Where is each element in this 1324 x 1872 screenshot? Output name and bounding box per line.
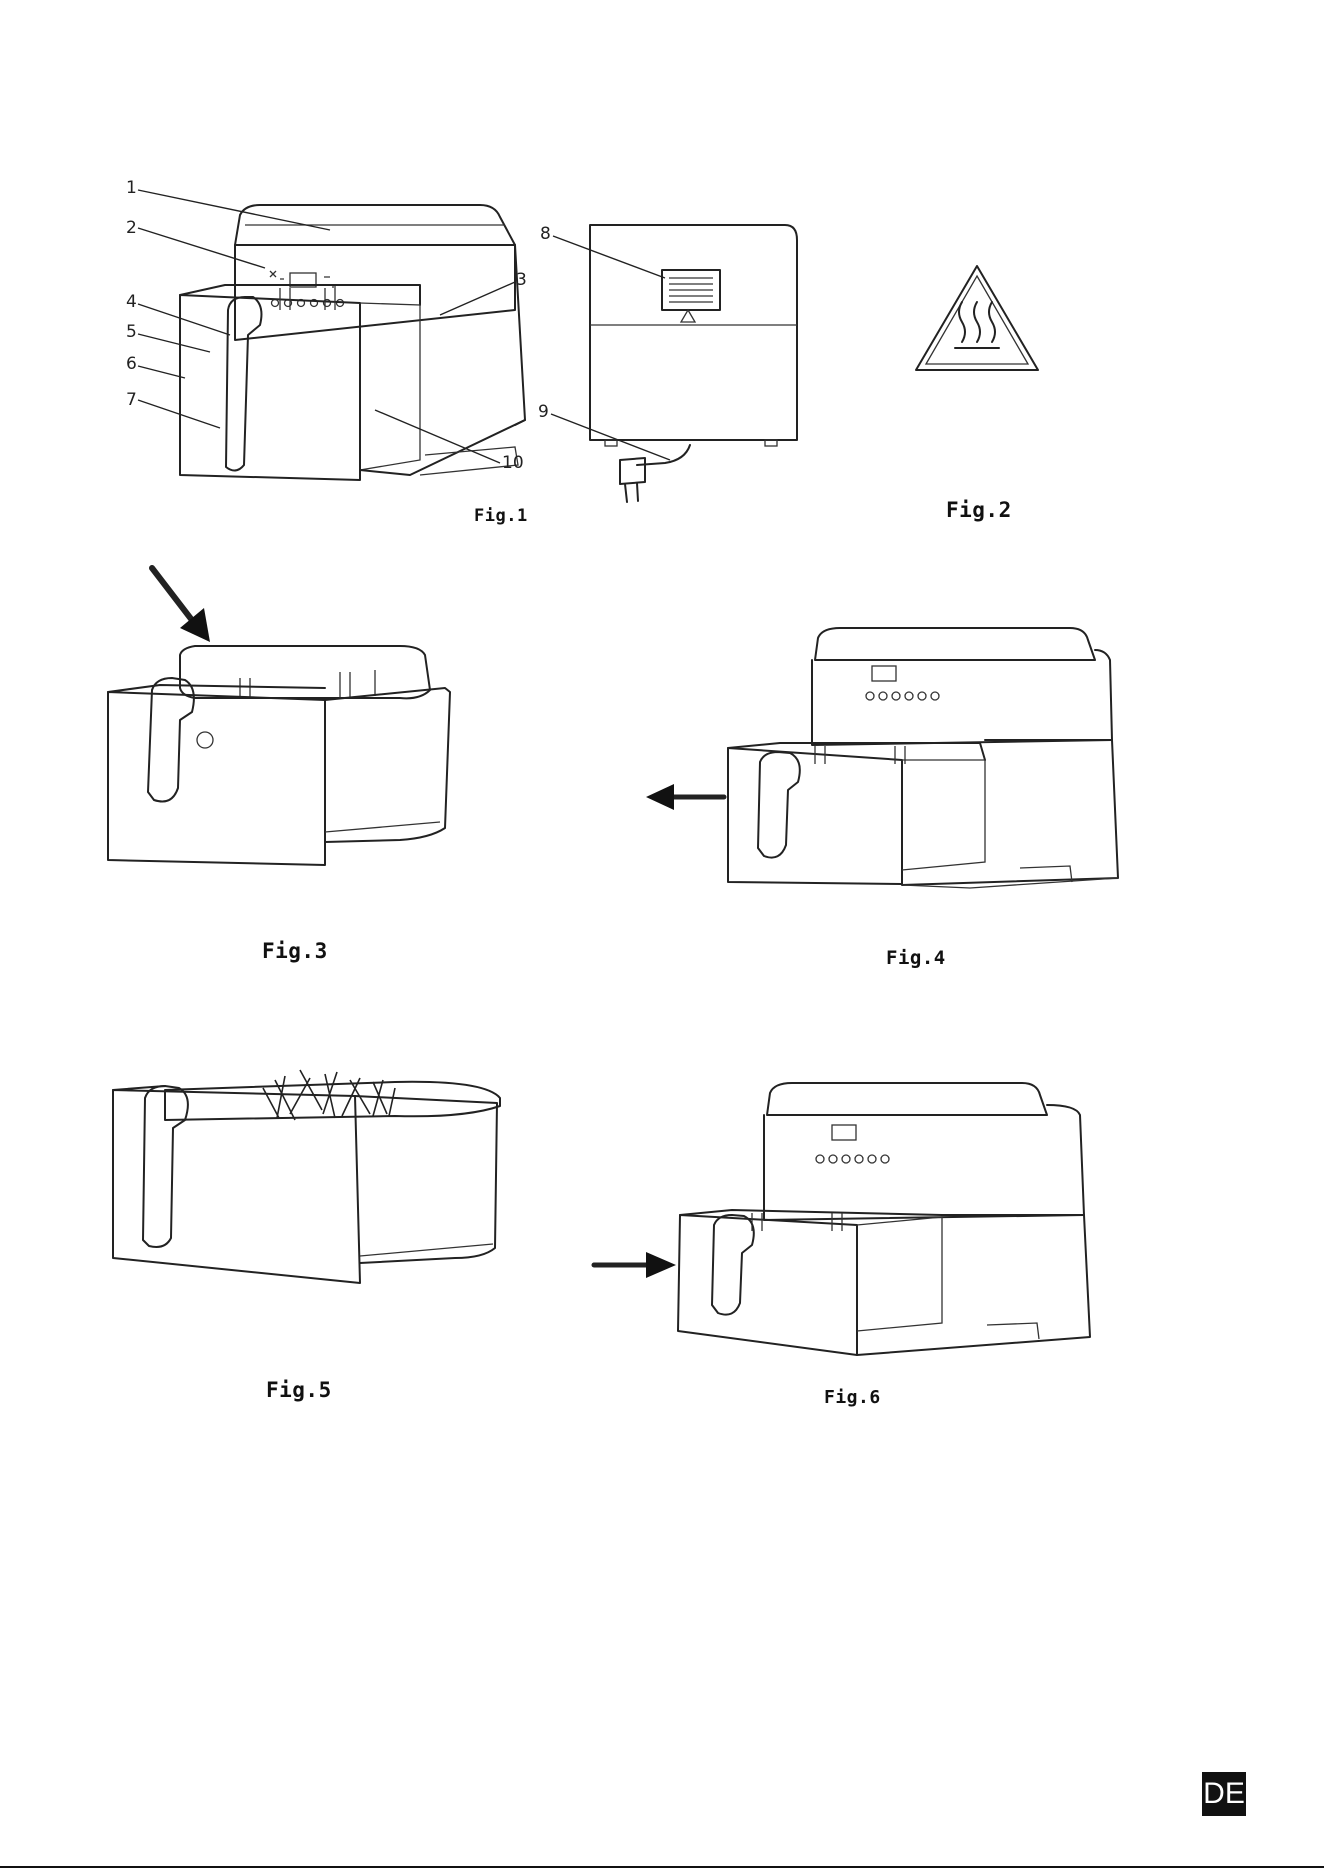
figure-caption: Fig.4 bbox=[886, 947, 946, 969]
fig4-drawer-pull-out-drawing bbox=[640, 600, 1130, 910]
figure-caption: Fig.3 bbox=[262, 939, 328, 963]
hot-surface-warning-icon bbox=[912, 262, 1042, 374]
figure-caption: Fig.5 bbox=[266, 1378, 332, 1402]
page-bottom-rule bbox=[0, 1866, 1324, 1868]
fig3-basket-insert-drawing bbox=[100, 560, 460, 870]
figure-caption: Fig.2 bbox=[946, 498, 1012, 522]
fig6-drawer-push-in-drawing bbox=[592, 1055, 1102, 1360]
fig1b-callout-lines bbox=[0, 0, 1324, 600]
language-badge: DE bbox=[1202, 1772, 1246, 1816]
fig5-basket-with-fries-drawing bbox=[105, 1058, 505, 1288]
figure-caption: Fig.6 bbox=[824, 1387, 881, 1408]
